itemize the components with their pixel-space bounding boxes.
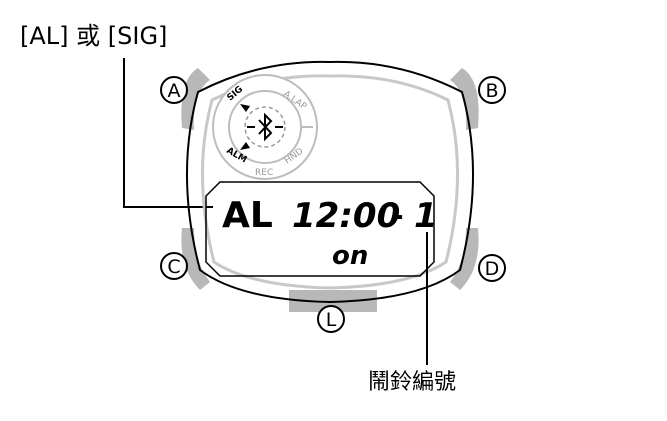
button-b-label: B bbox=[478, 76, 506, 104]
callout-line-al bbox=[123, 58, 213, 208]
button-d-body[interactable] bbox=[450, 228, 479, 290]
callout-label-al-sig: [AL] 或 [SIG] bbox=[20, 22, 167, 50]
lcd-alarm-number: 1 bbox=[414, 196, 438, 236]
button-l-label: L bbox=[317, 305, 345, 333]
callout-label-alarm-number: 鬧鈴編號 bbox=[368, 370, 456, 395]
watch-bezel bbox=[200, 74, 460, 290]
dial-label-rec: REC bbox=[255, 168, 273, 178]
lcd-frame bbox=[205, 181, 435, 277]
lcd-dash: - bbox=[392, 199, 404, 232]
svg-text:D: D bbox=[485, 258, 500, 280]
button-a-label: A bbox=[160, 76, 188, 104]
lcd-mode-al: AL bbox=[222, 195, 273, 236]
button-d-label: D bbox=[478, 254, 506, 282]
svg-text:A: A bbox=[168, 80, 181, 102]
button-c-label: C bbox=[160, 252, 188, 280]
svg-text:B: B bbox=[485, 80, 498, 102]
svg-text:L: L bbox=[326, 309, 337, 331]
lcd-on-state: on bbox=[332, 241, 368, 271]
button-c-body[interactable] bbox=[181, 228, 210, 290]
lcd-time: 12:00 bbox=[292, 196, 400, 236]
mode-dial: SIG A.LAP ALM REC HND bbox=[212, 74, 318, 180]
svg-text:C: C bbox=[167, 256, 180, 278]
watch-case bbox=[186, 60, 474, 304]
bluetooth-icon bbox=[258, 112, 273, 142]
